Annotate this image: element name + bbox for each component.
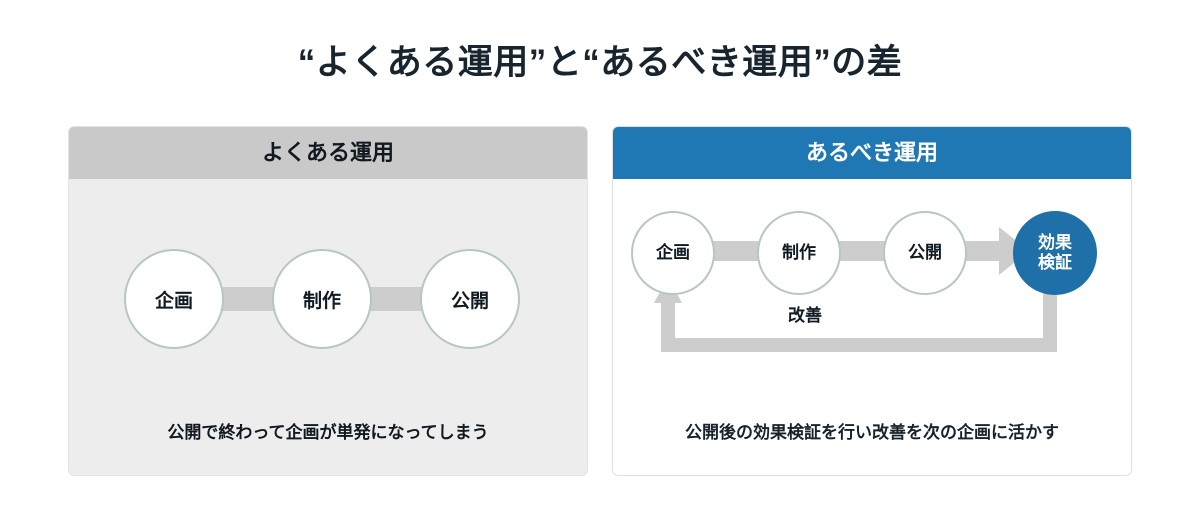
panel-body-ideal-operation: 企画 制作 公開 効果 検証 改善 公開後の効果検証を行い改善を次の企画に活かす [613,179,1131,475]
panel-header-ideal-operation: あるべき運用 [613,127,1131,179]
loop-segment-bottom [661,338,1057,352]
flow-diagram-common: 企画 制作 公開 [69,179,587,409]
loop-segment-left [661,302,675,352]
loop-label-improvement: 改善 [788,306,822,325]
node-produce-right[interactable]: 制作 [757,211,841,295]
panel-body-common-operation: 企画 制作 公開 公開で終わって企画が単発になってしまう [69,179,587,475]
arrow-shaft [959,241,1003,261]
caption-common-operation: 公開で終わって企画が単発になってしまう [167,423,489,442]
node-produce-left[interactable]: 制作 [272,249,372,349]
panel-common-operation: よくある運用 企画 制作 公開 公開で終わって企画が単発になってしまう [68,126,588,476]
node-label-line1: 効果 [1038,233,1072,253]
node-label: 制作 [782,243,816,263]
node-plan-left[interactable]: 企画 [124,249,224,349]
connector-bar-produce-to-publish-right [835,241,895,261]
flow-diagram-ideal: 企画 制作 公開 効果 検証 改善 [613,179,1131,419]
panel-ideal-operation: あるべき運用 企画 制作 公開 [612,126,1132,476]
connector-bar-plan-to-produce-right [709,241,769,261]
panel-header-common-operation: よくある運用 [69,127,587,179]
page-title: “よくある運用”と“あるべき運用”の差 [297,43,903,82]
node-effect-measurement[interactable]: 効果 検証 [1013,211,1097,295]
node-publish-left[interactable]: 公開 [420,249,520,349]
node-publish-right[interactable]: 公開 [883,211,967,295]
node-label: 公開 [450,290,489,312]
node-label: 公開 [908,243,942,263]
node-label: 制作 [302,290,341,312]
node-label-line2: 検証 [1038,253,1072,272]
node-plan-right[interactable]: 企画 [631,211,715,295]
node-label: 企画 [656,243,690,263]
caption-ideal-operation: 公開後の効果検証を行い改善を次の企画に活かす [685,423,1059,442]
node-label: 企画 [154,290,193,312]
